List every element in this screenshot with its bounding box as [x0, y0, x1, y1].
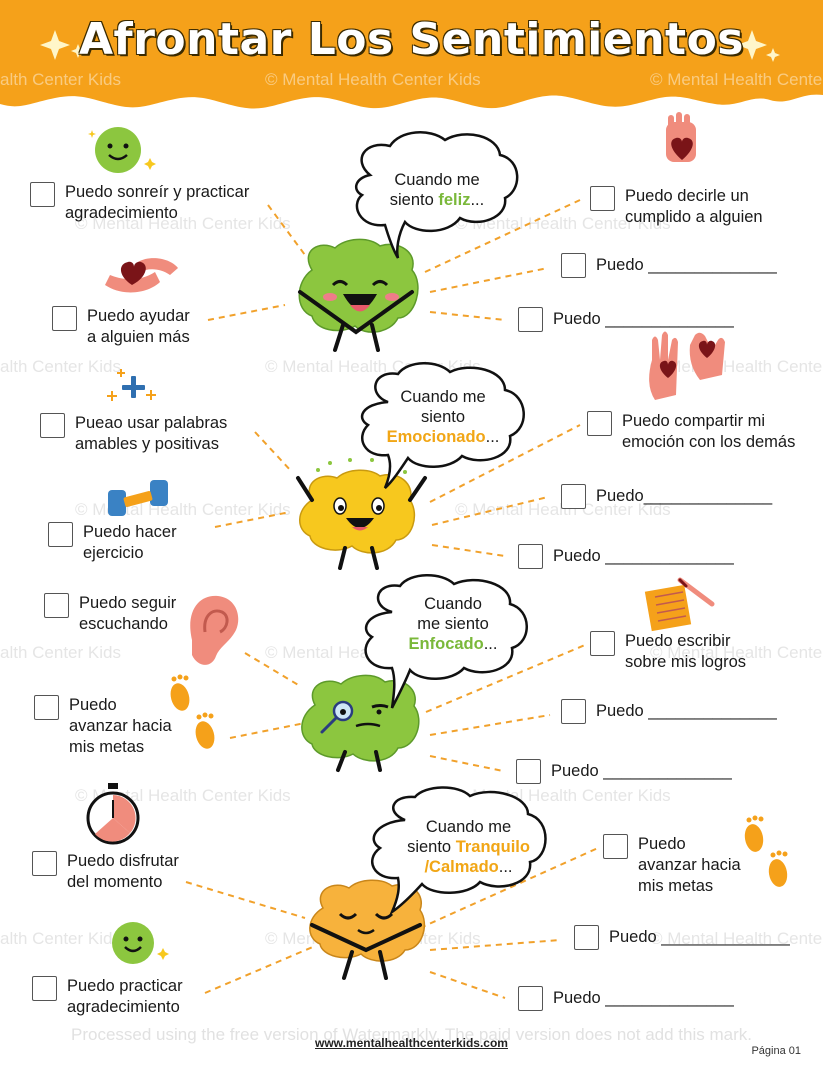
- checkbox[interactable]: [518, 986, 543, 1011]
- item-label: Pueao usar palabras amables y positivas: [75, 414, 228, 453]
- checkbox[interactable]: [574, 925, 599, 950]
- checklist-item[interactable]: Puedo disfrutar del momento: [32, 851, 179, 893]
- notepad-pencil-icon: [644, 577, 715, 632]
- checkbox[interactable]: [518, 307, 543, 332]
- item-label: Puedo ______________: [609, 928, 790, 946]
- checkbox[interactable]: [518, 544, 543, 569]
- checklist-item[interactable]: Puedo ayudar a alguien más: [52, 306, 190, 348]
- checklist-item[interactable]: Puedo ______________: [516, 759, 732, 784]
- checklist-item[interactable]: Puedo ______________: [561, 253, 777, 278]
- item-label: Puedo seguir escuchando: [79, 594, 177, 633]
- page-number: Página 01: [751, 1045, 801, 1057]
- excited-brain-icon: [296, 458, 427, 570]
- checklist-item[interactable]: Puedo ______________: [518, 986, 734, 1011]
- checkbox[interactable]: [30, 182, 55, 207]
- tool-watermark: Processed using the free version of Wate…: [71, 1025, 752, 1044]
- ear-icon: [190, 595, 239, 665]
- happy-brain-icon: [298, 238, 419, 352]
- checklist-item[interactable]: Pueao usar palabras amables y positivas: [40, 413, 227, 455]
- smiley-icon: [112, 922, 169, 964]
- item-label: Puedo sonreír y practicar agradecimiento: [65, 183, 250, 222]
- item-label: Puedo ______________: [596, 702, 777, 720]
- checklist-item[interactable]: Puedo ______________: [574, 925, 790, 950]
- footprints-icon: [170, 674, 215, 749]
- checkbox[interactable]: [52, 306, 77, 331]
- item-label: Puedo avanzar hacia mis metas: [69, 696, 172, 756]
- checkbox[interactable]: [587, 411, 612, 436]
- checkbox[interactable]: [603, 834, 628, 859]
- item-label: Puedo hacer ejercicio: [83, 523, 177, 562]
- smiley-icon: [88, 127, 156, 173]
- checklist-item[interactable]: Puedo______________: [561, 484, 772, 509]
- checkbox[interactable]: [561, 699, 586, 724]
- focused-brain-icon: [301, 674, 420, 772]
- speech-bubble-4: [370, 786, 547, 916]
- timer-icon: [86, 783, 140, 845]
- checklist-item[interactable]: Puedo sonreír y practicar agradecimiento: [30, 182, 249, 224]
- heart-hand-icon: [666, 112, 696, 162]
- checkbox[interactable]: [590, 186, 615, 211]
- website-link[interactable]: www.mentalhealthcenterkids.com: [315, 1036, 508, 1050]
- item-label: Puedo______________: [596, 487, 773, 505]
- item-label: Puedo practicar agradecimiento: [67, 977, 183, 1016]
- item-label: Puedo compartir mi emoción con los demás: [622, 412, 796, 451]
- checklist-item[interactable]: Puedo practicar agradecimiento: [32, 976, 183, 1018]
- checkbox[interactable]: [44, 593, 69, 618]
- dumbbell-icon: [108, 480, 168, 516]
- checklist-item[interactable]: Puedo compartir mi emoción con los demás: [587, 411, 795, 453]
- checklist-item[interactable]: Puedo avanzar hacia mis metas: [34, 695, 172, 758]
- checkbox[interactable]: [516, 759, 541, 784]
- bubble-text-2: Cuando me siento Emocionado...: [386, 388, 500, 446]
- speech-bubble-2: [360, 362, 525, 489]
- checkbox[interactable]: [32, 976, 57, 1001]
- footprints-icon: [744, 815, 788, 887]
- bubble-text-3: Cuando me siento Enfocado...: [408, 595, 498, 653]
- checklist-item[interactable]: Puedo avanzar hacia mis metas: [603, 834, 741, 897]
- header-banner: Afrontar Los Sentimientos: [0, 0, 823, 120]
- checklist-item[interactable]: Puedo ______________: [561, 699, 777, 724]
- checkbox[interactable]: [590, 631, 615, 656]
- checkbox[interactable]: [561, 484, 586, 509]
- item-label: Puedo ______________: [553, 989, 734, 1007]
- checklist-item[interactable]: Puedo decirle un cumplido a alguien: [590, 186, 763, 228]
- page-title: Afrontar Los Sentimientos: [79, 14, 744, 65]
- speech-bubble-1: [354, 131, 519, 259]
- sharing-hands-icon: [649, 331, 725, 400]
- item-label: Puedo escribir sobre mis logros: [625, 632, 747, 671]
- bubble-text-1: Cuando me siento feliz...: [389, 171, 485, 209]
- connector-lines: [185, 199, 599, 999]
- bubble-text-4: Cuando me siento Tranquilo /Calmado...: [407, 818, 530, 876]
- checklist-item[interactable]: Puedo seguir escuchando: [44, 593, 176, 635]
- item-label: Puedo decirle un cumplido a alguien: [625, 187, 763, 226]
- checkbox[interactable]: [32, 851, 57, 876]
- checkbox[interactable]: [561, 253, 586, 278]
- item-label: Puedo ______________: [553, 310, 734, 328]
- checklist-item[interactable]: Puedo ______________: [518, 307, 734, 332]
- checkbox[interactable]: [48, 522, 73, 547]
- helping-hands-icon: [105, 258, 178, 293]
- item-label: Puedo disfrutar del momento: [67, 852, 179, 891]
- checklist-item[interactable]: Puedo hacer ejercicio: [48, 522, 177, 564]
- checklist-item[interactable]: Puedo escribir sobre mis logros: [590, 631, 746, 673]
- item-label: Puedo ______________: [551, 762, 732, 780]
- checkbox[interactable]: [34, 695, 59, 720]
- item-label: Puedo ______________: [596, 256, 777, 274]
- checkbox[interactable]: [40, 413, 65, 438]
- speech-bubble-3: [364, 574, 528, 709]
- checklist-item[interactable]: Puedo ______________: [518, 544, 734, 569]
- plus-icon: [107, 369, 156, 401]
- item-label: Puedo avanzar hacia mis metas: [638, 835, 741, 895]
- item-label: Puedo ______________: [553, 547, 734, 565]
- item-label: Puedo ayudar a alguien más: [87, 307, 190, 346]
